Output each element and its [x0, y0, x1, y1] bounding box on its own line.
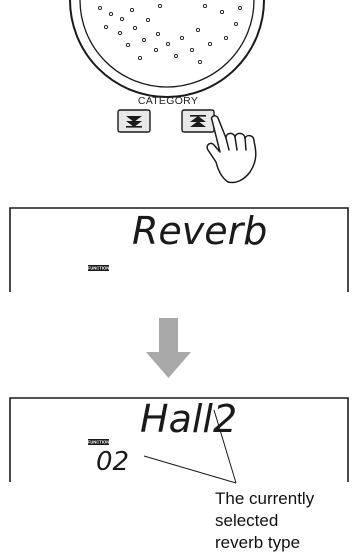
dial-dots — [97, 3, 243, 65]
lcd-number-text: 02 — [96, 447, 129, 477]
pointing-hand-icon — [206, 115, 257, 184]
double-chevron-up-icon — [190, 115, 206, 127]
lcd-display-reverb: Reverb FUNCTION — [9, 207, 349, 292]
function-indicator-text: FUNCTION — [88, 440, 110, 445]
function-indicator: FUNCTION — [88, 439, 110, 445]
double-chevron-down-icon — [126, 116, 142, 128]
down-arrow-icon — [146, 318, 191, 378]
lcd-main-text: Reverb — [132, 209, 267, 253]
annotation-line-2: reverb type — [215, 533, 301, 552]
lcd-display-hall: Hall2 FUNCTION 02 — [9, 397, 349, 482]
category-up-button[interactable] — [181, 109, 215, 133]
category-label: CATEGORY — [138, 95, 198, 107]
function-indicator: FUNCTION — [88, 265, 110, 271]
dial — [69, 0, 265, 98]
annotation-caption: The currently selected reverb type — [215, 488, 359, 554]
callout-lines — [143, 409, 237, 484]
category-down-button[interactable] — [117, 109, 151, 133]
function-indicator-text: FUNCTION — [88, 266, 110, 271]
annotation-line-1: The currently selected — [215, 489, 315, 530]
lcd-main-text: Hall2 — [140, 397, 237, 441]
